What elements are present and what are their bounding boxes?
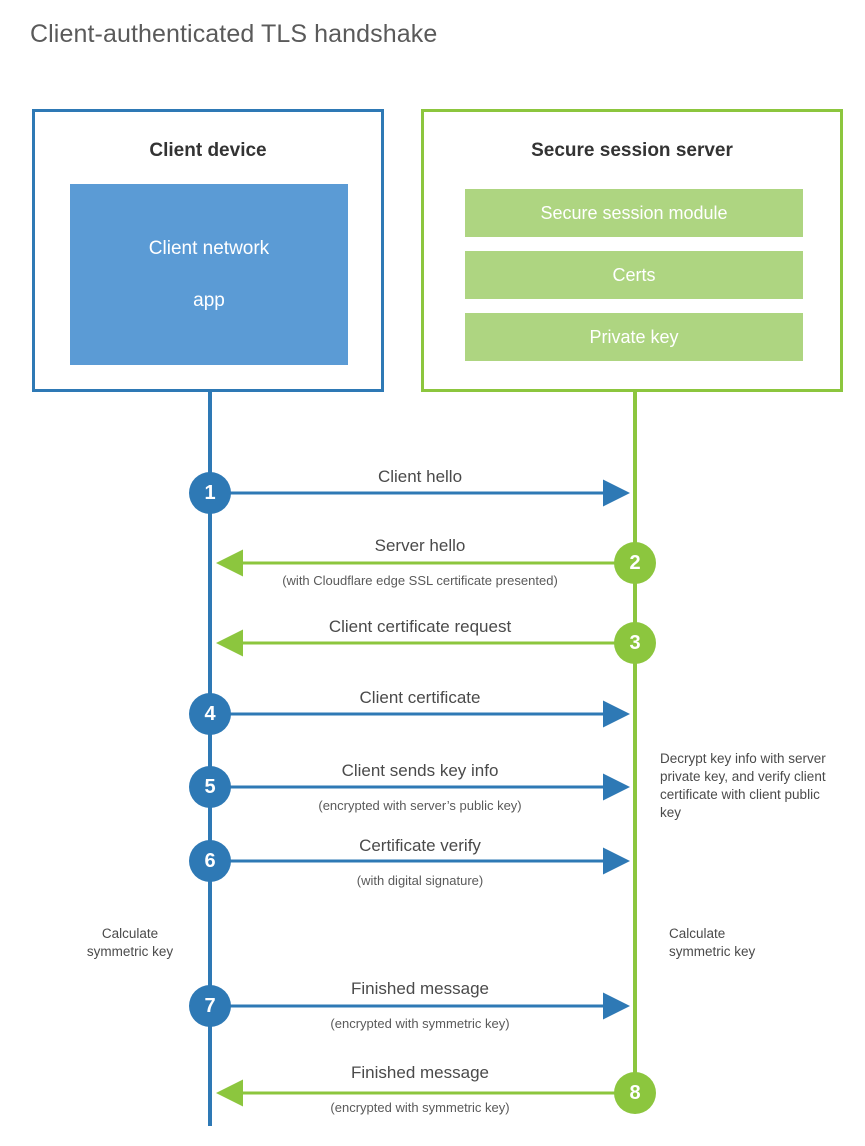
step-badge-2[interactable]: 2 [614, 542, 656, 584]
page-title: Client-authenticated TLS handshake [30, 20, 438, 48]
message-label-7: Finished message [351, 979, 489, 998]
client-calculate-key-note: Calculate symmetric key [60, 925, 200, 961]
client-calc-line1: Calculate [101, 926, 159, 941]
step-badge-6[interactable]: 6 [189, 840, 231, 882]
step-badge-3[interactable]: 3 [614, 622, 656, 664]
step-badge-1[interactable]: 1 [189, 472, 231, 514]
message-label-4: Client certificate [359, 688, 481, 707]
message-sub-6: (with digital signature) [356, 873, 484, 888]
client-device-title: Client device [149, 140, 267, 161]
server-calculate-key-note: Calculate symmetric key [669, 925, 829, 961]
client-calc-line2: symmetric key [86, 944, 174, 959]
message-label-2: Server hello [374, 536, 466, 555]
step-badge-8[interactable]: 8 [614, 1072, 656, 1114]
server-component-certs: Certs [465, 251, 803, 299]
client-app-label-line2: app [193, 289, 225, 311]
server-lifeline [633, 392, 637, 1093]
message-sub-7: (encrypted with symmetric key) [330, 1016, 510, 1031]
message-sub-8: (encrypted with symmetric key) [330, 1100, 510, 1115]
message-label-5: Client sends key info [341, 761, 499, 780]
message-label-6: Certificate verify [359, 836, 481, 855]
server-calc-line2: symmetric key [669, 944, 756, 959]
message-label-3: Client certificate request [328, 617, 512, 636]
client-device-box: Client device Client network app [32, 109, 384, 392]
server-component-secure-session-module: Secure session module [465, 189, 803, 237]
server-component-private-key: Private key [465, 313, 803, 361]
message-label-1: Client hello [377, 467, 463, 486]
server-calc-line1: Calculate [669, 926, 726, 941]
message-label-8: Finished message [351, 1063, 489, 1082]
server-decrypt-note: Decrypt key info with server private key… [660, 751, 826, 820]
message-sub-5: (encrypted with server’s public key) [318, 798, 522, 813]
client-app-label-line1: Client network [148, 237, 270, 259]
secure-session-server-box: Secure session server Secure session mod… [421, 109, 843, 392]
client-lifeline [208, 392, 212, 1126]
step-badge-4[interactable]: 4 [189, 693, 231, 735]
step-badge-5[interactable]: 5 [189, 766, 231, 808]
server-title: Secure session server [531, 140, 733, 161]
message-sub-2: (with Cloudflare edge SSL certificate pr… [282, 573, 558, 588]
step-badge-7[interactable]: 7 [189, 985, 231, 1027]
client-network-app-block: Client network app [70, 184, 348, 365]
